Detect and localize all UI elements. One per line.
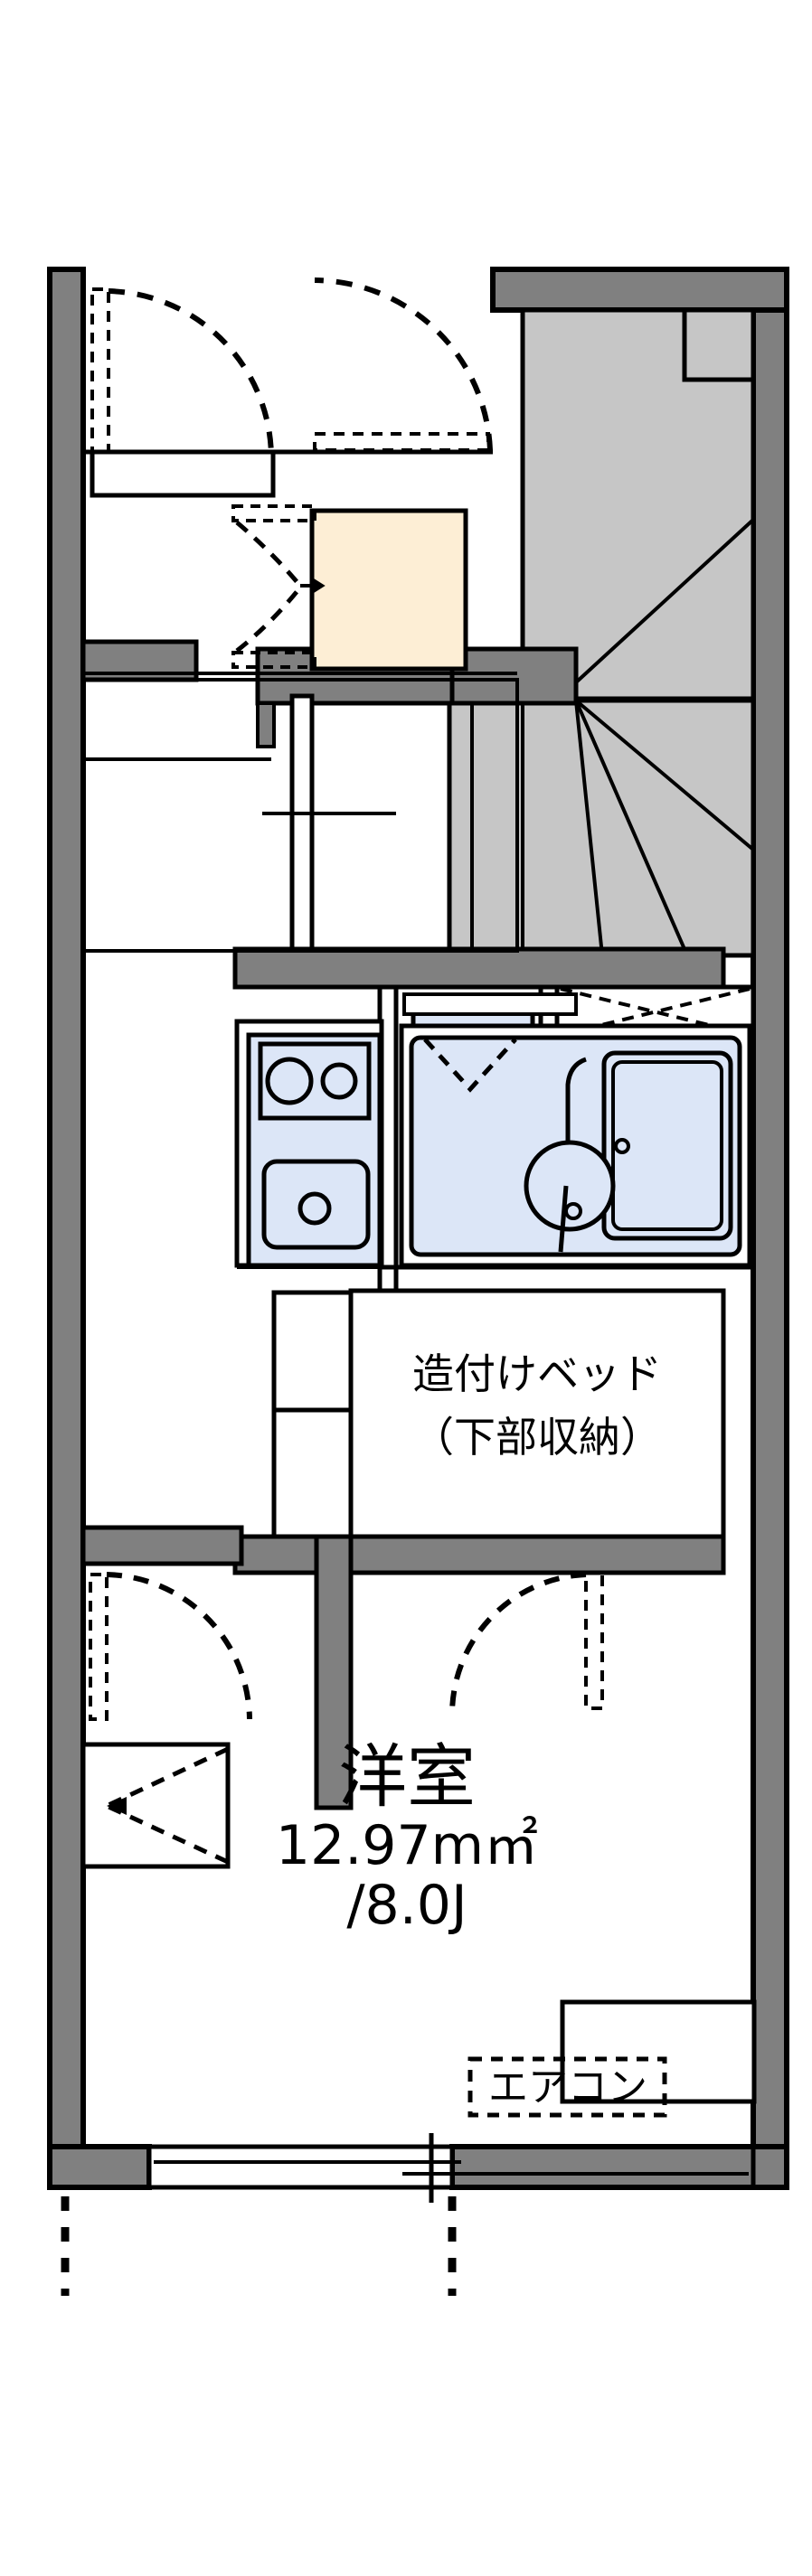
window-arrow-head (107, 1797, 127, 1815)
aircon-label: エアコン (488, 2064, 647, 2111)
unit-bath (399, 992, 752, 1268)
kitchen-sink-drain (297, 1191, 332, 1226)
closet-door-leaf[interactable] (89, 1573, 109, 1721)
folding-door-leaf-bottom[interactable] (231, 651, 316, 669)
wall-corridor-left (80, 1525, 244, 1566)
main-room: 洋室 12.97m㎡ /8.0J (276, 1736, 538, 1937)
wall-hall-stub (256, 701, 276, 748)
balcony-sliding-door[interactable] (146, 2133, 756, 2203)
closet-box (271, 1290, 354, 1539)
wall-bottom-right (449, 2144, 789, 2190)
bed-label-line1: 造付けベッド (412, 1349, 662, 1398)
air-conditioner: エアコン (467, 1999, 757, 2118)
stair-pivot-wall (447, 646, 579, 706)
built-in-bed-area: 造付けベッド （下部収納） (348, 1288, 726, 1539)
stove-burner-large (265, 1057, 314, 1105)
wall-right-exterior (751, 267, 789, 2188)
wall-entry-bottom (232, 946, 726, 990)
folding-door-arrow (300, 576, 326, 596)
window-frame (80, 1742, 231, 1869)
sliding-door-frame-full[interactable] (146, 2144, 756, 2190)
closet-door-swing-arc (106, 1572, 252, 1720)
casement-window (80, 1742, 231, 1869)
entry-folding-door[interactable] (231, 504, 326, 669)
bedroom-door-swing-arc (448, 1572, 587, 1716)
bedroom-door[interactable] (448, 1571, 604, 1716)
detail-lines (81, 757, 398, 1564)
bathtub-inner (611, 1060, 723, 1231)
wall-bottom-left (47, 2144, 152, 2190)
room-tatami-label: /8.0J (346, 1874, 467, 1937)
bath-folding-door-mark (423, 1038, 517, 1093)
closet-shelf (271, 1290, 354, 1539)
wall-bed-left (314, 1534, 354, 1810)
bedroom-door-leaf[interactable] (584, 1571, 604, 1710)
staircase (447, 307, 756, 958)
entrance-door-group[interactable] (83, 277, 493, 498)
room-name-label: 洋室 (338, 1736, 476, 1817)
entrance-threshold (90, 449, 276, 498)
bath-threshold (402, 992, 578, 1016)
folding-arc-lower (235, 586, 302, 653)
bed-label-line2: （下部収納） (412, 1413, 662, 1462)
wall-bed-top (232, 1534, 726, 1575)
bathtub-drain (614, 1138, 630, 1154)
entrance-tataki (309, 508, 468, 672)
stair-landing-notch (682, 307, 756, 382)
wall-top-exterior (490, 267, 789, 313)
door-swing-arc-top-left (108, 288, 274, 457)
hallway-outline (81, 672, 519, 953)
bed-zone-box (348, 1288, 726, 1539)
washbasin-faucet (565, 1057, 587, 1143)
folding-arc-upper (235, 521, 302, 588)
room-area-label: 12.97m㎡ (276, 1814, 538, 1877)
outer-walls (47, 267, 789, 2190)
door-leaf-top-left[interactable] (90, 287, 110, 454)
wall-left-exterior (47, 267, 86, 2188)
door-swing-arc-top-right (314, 277, 493, 451)
stair-lower-flight (447, 698, 756, 958)
stove-burner-small (320, 1062, 358, 1100)
aircon-unit-box (560, 1999, 757, 2104)
entrance-floor (309, 508, 468, 672)
sliding-door-frame-left[interactable] (146, 2144, 455, 2190)
wall-entry-left (289, 693, 315, 952)
folding-door-leaf-top[interactable] (231, 504, 316, 522)
kitchen (234, 1019, 384, 1268)
washbasin-pedestal (558, 1185, 569, 1253)
closet-door[interactable] (89, 1572, 252, 1721)
